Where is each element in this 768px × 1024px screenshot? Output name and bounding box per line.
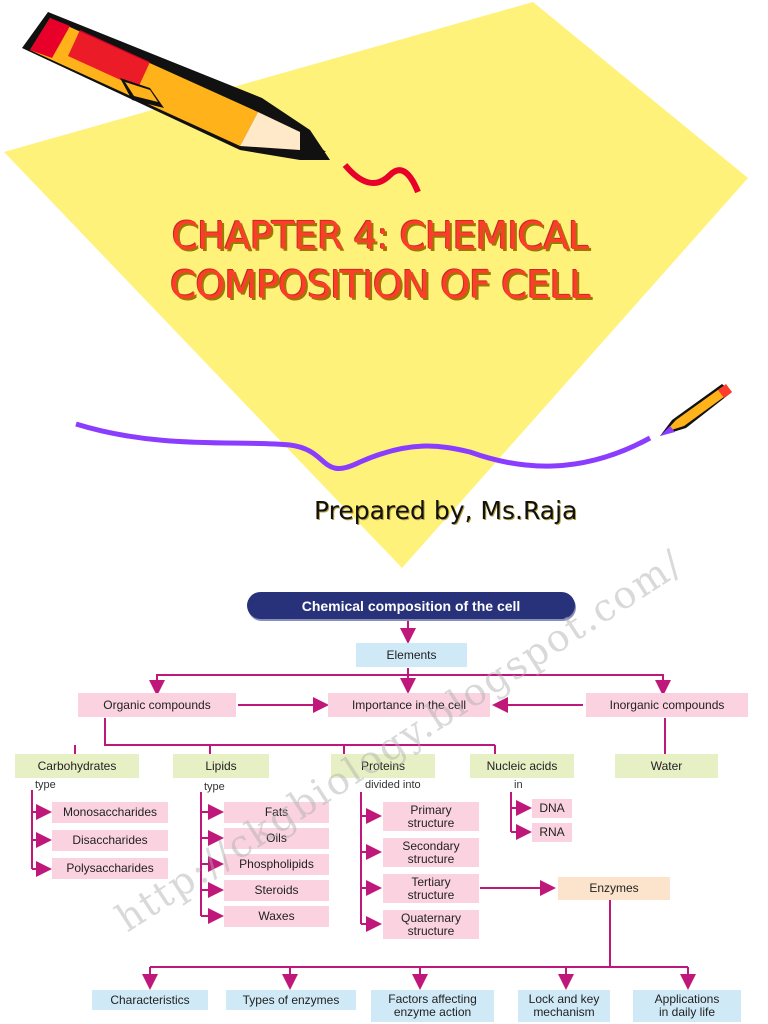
protein-structure-line: Quaternary	[400, 910, 462, 925]
lipid-type-box: Fats	[224, 802, 329, 823]
small-pencil-icon	[660, 384, 732, 436]
enzyme-topic-line: Factors affecting	[388, 992, 477, 1006]
title-line-2: COMPOSITION OF CELL	[170, 263, 591, 307]
carb-type-box: Disaccharides	[52, 830, 168, 851]
protein-structure-box: Tertiary structure	[383, 874, 479, 903]
proteins-box: Proteins	[331, 754, 435, 778]
enzyme-topic-box: Lock and key mechanism	[518, 990, 610, 1022]
protein-structure-line: structure	[407, 815, 455, 830]
author-byline: Prepared by, Ms.Raja	[314, 496, 578, 525]
organic-compounds-box: Organic compounds	[78, 693, 236, 717]
protein-structure-line: Tertiary	[411, 874, 451, 889]
enzyme-topic-line: mechanism	[533, 1005, 595, 1019]
title-line-1: CHAPTER 4: CHEMICAL	[171, 214, 590, 258]
protein-structure-line: structure	[407, 887, 455, 902]
divided-into-label: divided into	[365, 779, 421, 791]
enzyme-topic-line: enzyme action	[393, 1005, 472, 1019]
lipids-box: Lipids	[173, 754, 269, 778]
enzyme-topic-line: Applications	[654, 992, 720, 1006]
protein-structure-box: Quaternary structure	[383, 910, 479, 939]
lipid-type-box: Oils	[224, 828, 329, 849]
enzymes-box: Enzymes	[558, 877, 670, 900]
elements-box: Elements	[356, 643, 467, 667]
slide-title: CHAPTER 4: CHEMICAL COMPOSITION OF CELL	[60, 212, 700, 310]
lipid-type-box: Waxes	[224, 906, 329, 927]
nucleic-type-box: RNA	[532, 823, 572, 842]
water-box: Water	[615, 754, 718, 778]
protein-structure-line: Secondary	[402, 838, 460, 853]
yellow-diamond	[4, 2, 748, 568]
carbohydrates-box: Carbohydrates	[15, 754, 139, 778]
nucleic-type-box: DNA	[532, 799, 572, 818]
protein-structure-line: Primary	[410, 802, 452, 817]
enzyme-topic-box: Characteristics	[92, 990, 208, 1010]
protein-structure-line: structure	[407, 923, 455, 938]
carb-type-box: Monosaccharides	[52, 802, 168, 823]
in-label: in	[514, 779, 523, 791]
enzyme-topic-box: Applications in daily life	[633, 990, 741, 1022]
protein-structure-box: Primary structure	[383, 802, 479, 831]
protein-structure-box: Secondary structure	[383, 838, 479, 867]
carb-type-box: Polysaccharides	[52, 858, 168, 879]
lipid-type-box: Steroids	[224, 880, 329, 901]
enzyme-topic-line: in daily life	[658, 1005, 716, 1019]
pencil-icon	[22, 12, 421, 194]
title-slide: CHAPTER 4: CHEMICAL COMPOSITION OF CELL …	[4, 2, 748, 568]
enzyme-topic-line: Lock and key	[528, 992, 600, 1006]
diagram-header: Chemical composition of the cell	[247, 592, 575, 619]
purple-wave	[75, 421, 652, 471]
nucleic-acids-box: Nucleic acids	[470, 754, 574, 778]
slide-background	[4, 2, 748, 568]
enzyme-topic-box: Factors affecting enzyme action	[371, 990, 494, 1022]
carb-type-label: type	[35, 779, 56, 791]
importance-box: Importance in the cell	[328, 693, 490, 717]
enzyme-topic-box: Types of enzymes	[226, 990, 356, 1010]
inorganic-compounds-box: Inorganic compounds	[586, 693, 748, 717]
protein-structure-line: structure	[407, 851, 455, 866]
lipid-type-box: Phospholipids	[224, 854, 329, 875]
lipid-type-label: type	[204, 781, 225, 793]
